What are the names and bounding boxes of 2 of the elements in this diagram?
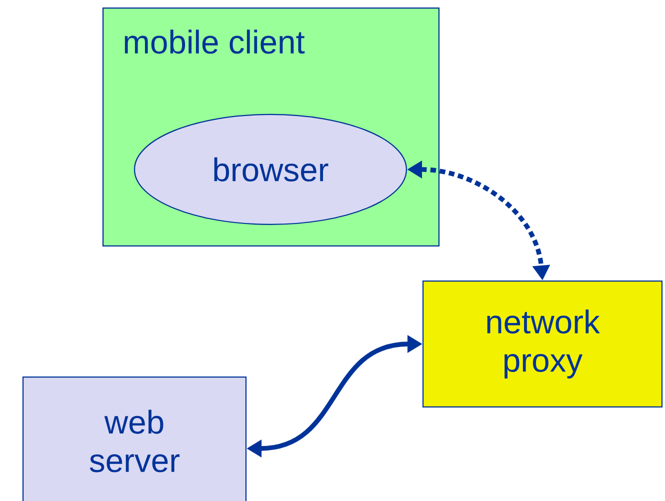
- proxy-box: network proxy: [422, 280, 663, 408]
- server-box: web server: [22, 376, 247, 501]
